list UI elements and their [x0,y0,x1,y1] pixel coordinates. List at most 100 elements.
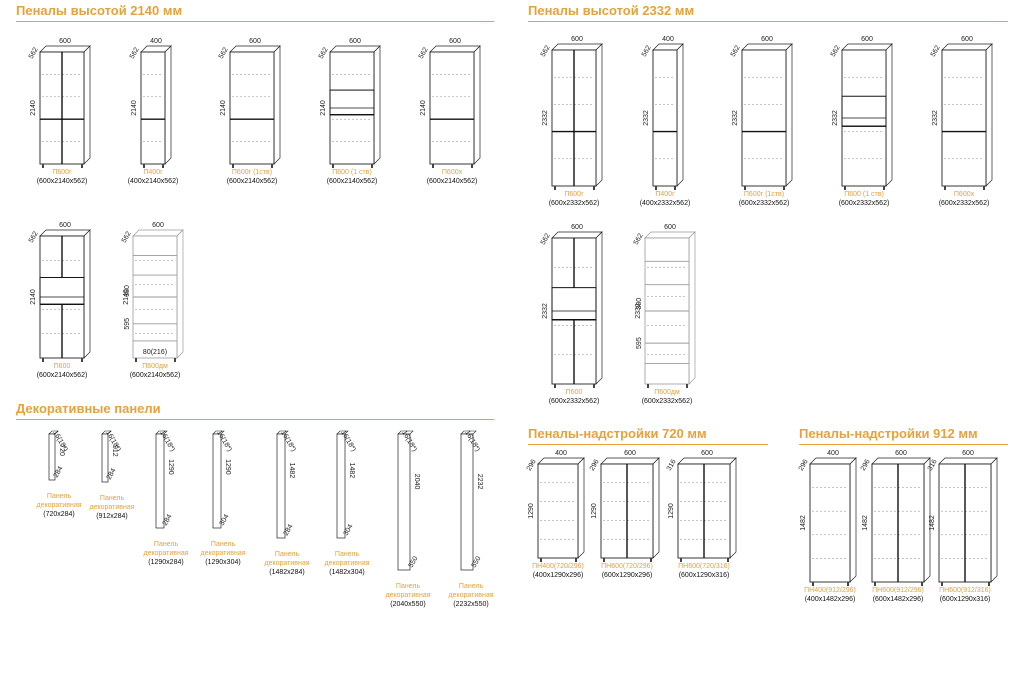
cabinet-leg [143,164,145,168]
height-dimension: 2332 [643,110,650,126]
width-dimension: 400 [662,36,674,43]
width-dimension: 400 [555,450,567,457]
cabinet-front [741,49,787,187]
cabinet-name: П600г (1ств) [743,191,785,198]
panel-front [101,433,109,483]
cabinet-top-face [429,45,481,53]
cabinet-front [429,51,475,165]
depth-dimension: 562 [930,44,942,58]
cabinet-side-face [990,457,998,583]
depth-dimension: 562 [418,46,430,60]
cabinet-side-face [595,231,603,385]
width-dimension: 600 [624,450,636,457]
panel-name: Панель декоративная [385,583,431,599]
depth-dimension: 562 [129,46,141,60]
section-divider-2332 [528,21,1008,22]
cabinet-front [941,49,987,187]
cabinet-side-face [577,457,585,559]
width-dimension: 600 [895,450,907,457]
cabinet-size: (600x2332x562) [938,200,990,207]
width-dimension: 600 [59,222,71,229]
cabinet-side-face [373,45,381,165]
cabinet-caption: П600 (1 ств)(600x2140x562) [314,168,390,186]
cabinet-size: (600x2332x562) [548,398,600,405]
panel-name: Панель декоративная [448,583,494,599]
cabinet-leg [593,384,595,388]
cabinet-leg [593,186,595,190]
height-dimension: 1290 [668,503,675,519]
section-divider-2140 [16,21,494,22]
cabinet-leg [471,164,473,168]
width-dimension: 600 [664,224,676,231]
cabinet-name: ПН600(912/296) [872,587,924,594]
panel-size: (1290x304) [205,559,241,566]
cabinet-side-face [652,457,660,559]
panel-front [155,433,165,529]
panel-height: 2232 [476,474,483,490]
cabinet-caption: ПН400(720/296)(400x1290x296) [522,562,594,580]
cabinet-top-face [132,229,184,237]
cabinet-leg [680,558,682,562]
panel-width: 550 [471,555,483,569]
cabinet-size: (600x1290x316) [678,572,730,579]
cabinet-caption: П600х(600x2332x562) [926,190,1002,208]
cabinet-caption: П600х(600x2140x562) [414,168,490,186]
cabinet-front [140,51,166,165]
oven-niche [329,89,375,116]
cabinet-size: (600x2140x562) [129,372,181,379]
panel-caption: Панель декоративная(2040x550) [376,582,440,609]
panel-caption: Панель декоративная(1482x284) [255,550,319,577]
cabinet-top-face [941,43,993,51]
cabinet-name: П600г [564,191,584,198]
cabinet-side-face [273,45,281,165]
cabinet-side-face [176,229,184,359]
cabinet-top-face [871,457,931,465]
cabinet-caption: П600г (1ств)(600x2140x562) [214,168,290,186]
cabinet-front [652,49,678,187]
cabinet-name: ПН600(720/316) [678,563,730,570]
width-dimension: 600 [962,450,974,457]
cabinet-top-face [600,457,660,465]
depth-dimension: 562 [121,230,133,244]
cabinet-caption: ПН600(720/316) (600x1290x316) [662,562,746,580]
depth-dimension: 296 [860,458,872,472]
cabinet-leg [174,358,176,362]
oven-niche [841,95,887,127]
panel-name: Панель декоративная [264,551,310,567]
width-dimension: 600 [349,38,361,45]
cabinet-leg [655,186,657,190]
panel-caption: Панель декоративная(912x284) [80,494,144,521]
height-dimension: 2140 [131,100,138,116]
cabinet-leg [371,164,373,168]
height-dimension: 2332 [832,110,839,126]
cabinet-caption: ПН600(912/296)(600x1482x296) [856,586,940,604]
height-dimension: 2332 [542,303,549,319]
width-dimension: 600 [861,36,873,43]
niche-dimension: 595 [636,337,643,349]
width-dimension: 600 [59,38,71,45]
panel-width: 284 [162,513,174,527]
cabinet-leg [686,384,688,388]
cabinet-leg [162,164,164,168]
cabinet-name: П600г (1ств) [231,169,273,176]
width-dimension: 600 [249,38,261,45]
cabinet-front [229,51,275,165]
cabinet-side-face [885,43,893,187]
panel-front [276,433,286,539]
cabinet-size: (600x2140x562) [326,178,378,185]
cabinet-leg [650,558,652,562]
